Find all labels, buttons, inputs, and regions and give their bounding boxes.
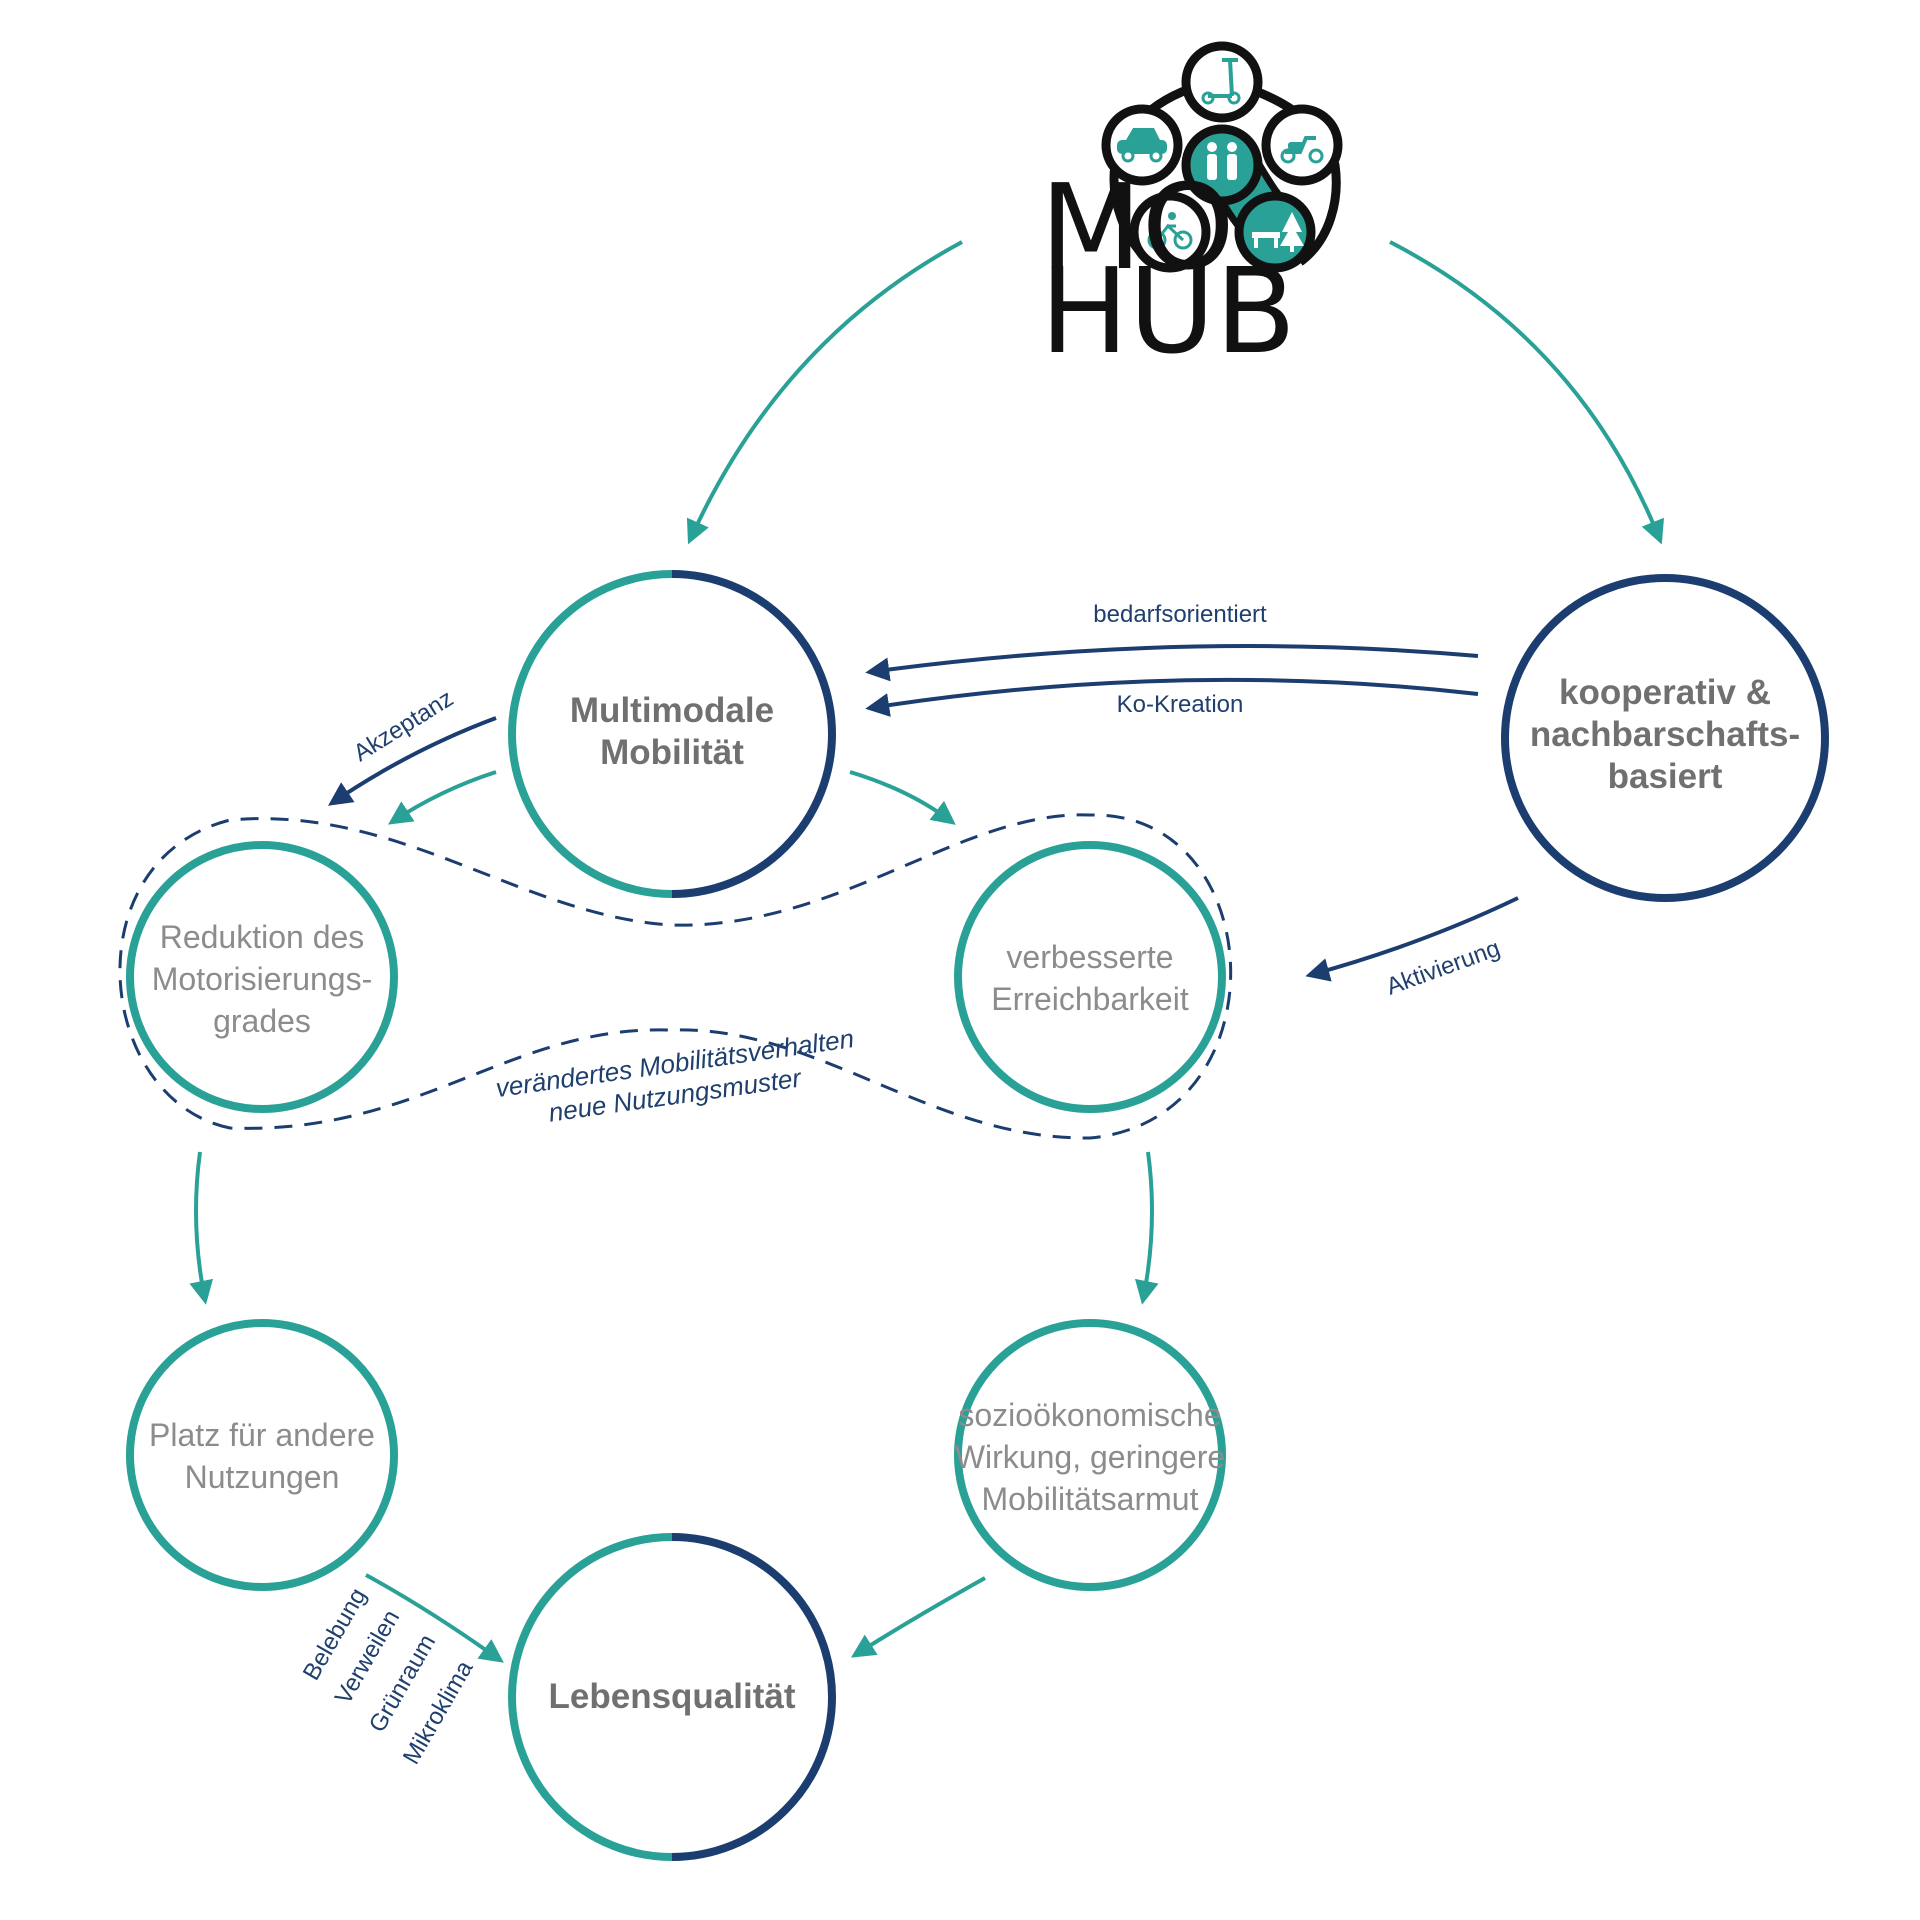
node-cooperative-label-1: kooperativ &	[1559, 673, 1771, 712]
node-reduction: Reduktion des Motorisierungs- grades	[126, 841, 398, 1113]
arrow-logo-to-cooperative	[1389, 240, 1665, 545]
node-reduction-label-1: Reduktion des	[160, 919, 365, 955]
node-quality-label: Lebensqualität	[549, 1677, 796, 1716]
logo-text-hub: HUB	[1040, 242, 1296, 380]
arrow-acceptance	[328, 716, 497, 806]
node-multimodal-label-2: Mobilität	[600, 733, 744, 772]
node-multimodal-label-1: Multimodale	[570, 691, 774, 730]
node-cooperative: kooperativ & nachbarschafts- basiert	[1501, 574, 1829, 902]
node-space: Platz für andere Nutzungen	[126, 1319, 398, 1591]
node-cooperative-label-2: nachbarschafts-	[1530, 715, 1800, 754]
logo-text-mo: MO	[1040, 158, 1235, 296]
arrow-cocreation	[865, 677, 1479, 717]
pedestrians-icon	[1181, 124, 1263, 206]
node-reduction-label-2: Motorisierungs-	[152, 961, 373, 997]
car-icon	[1101, 104, 1183, 186]
node-cooperative-label-3: basiert	[1608, 757, 1723, 796]
arrow-activation	[1305, 896, 1519, 982]
arrow-logo-to-multimodal	[686, 240, 963, 545]
node-socioeconomic-label-3: Mobilitätsarmut	[982, 1481, 1199, 1517]
node-space-label-2: Nutzungen	[185, 1459, 340, 1495]
arrow-socioeconomic-to-quality	[850, 1576, 986, 1658]
scooter-icon	[1181, 41, 1263, 123]
node-reduction-label-3: grades	[213, 1003, 311, 1039]
arrow-reduction-to-space	[189, 1151, 214, 1305]
bicycle-icon	[1129, 191, 1211, 273]
node-multimodal-mobility: Multimodale Mobilität	[508, 570, 836, 898]
arrow-space-to-quality	[365, 1573, 504, 1663]
label-demand: bedarfsorientiert	[1093, 601, 1267, 628]
behavior-zone-boundary	[118, 813, 1233, 1140]
node-socioeconomic-label-1: sozioökonomische	[958, 1397, 1221, 1433]
mohub-logo: MO HUB	[1040, 41, 1343, 380]
node-accessibility: verbesserte Erreichbarkeit	[954, 841, 1226, 1113]
node-socioeconomic: sozioökonomische Wirkung, geringere Mobi…	[954, 1319, 1226, 1591]
arrow-accessibility-to-socioeconomic	[1134, 1151, 1159, 1305]
node-space-label-1: Platz für andere	[149, 1417, 375, 1453]
node-accessibility-label-2: Erreichbarkeit	[991, 981, 1189, 1017]
node-accessibility-label-1: verbesserte	[1006, 939, 1173, 975]
tree-icon	[1280, 212, 1304, 252]
label-acceptance: Akzeptanz	[349, 685, 458, 767]
arrow-demand	[865, 644, 1479, 682]
arrow-multimodal-to-reduction	[388, 770, 497, 825]
label-cocreation: Ko-Kreation	[1117, 691, 1244, 718]
node-quality-of-life: Lebensqualität	[508, 1533, 836, 1861]
arrow-multimodal-to-accessibility	[849, 770, 956, 825]
node-socioeconomic-label-2: Wirkung, geringere	[955, 1439, 1225, 1475]
moped-icon	[1261, 104, 1343, 186]
